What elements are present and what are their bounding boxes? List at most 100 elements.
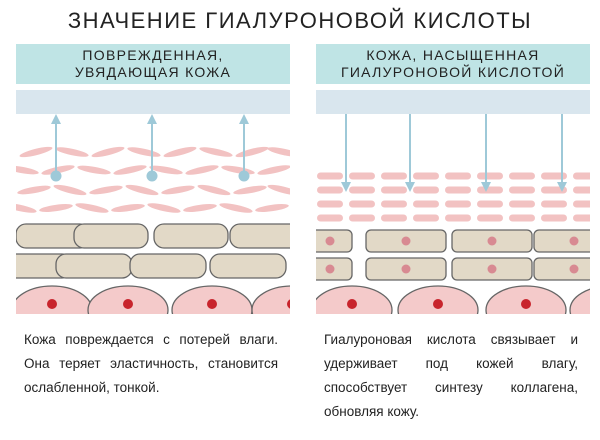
skin-layer-cell [73,223,149,249]
cell-nucleus [487,236,497,246]
skin-cell [251,285,290,314]
cell-nucleus [207,299,217,309]
collagen-fiber [349,172,375,180]
collagen-fiber [573,172,590,180]
cell-nucleus [569,236,579,246]
saturated-skin-description: Гиалуроновая кислота связывает и удержив… [324,332,578,419]
panel-header [16,44,290,84]
collagen-fiber [381,200,407,208]
skin-layer-cell [55,253,133,279]
damaged-skin-panel: ПОВРЕЖДЕННАЯ, УВЯДАЮЩАЯ КОЖА [16,44,290,314]
collagen-fiber [185,165,219,175]
collagen-fiber [509,214,535,222]
panel-header [316,44,590,84]
collagen-fiber [91,146,125,158]
collagen-fiber [163,146,197,158]
collagen-fiber [317,186,343,194]
moisture-drop [238,170,250,182]
cell-nucleus [347,299,357,309]
damaged-skin-description: Кожа повреждается с потерей влаги. Она т… [24,332,278,395]
collagen-fiber [349,200,375,208]
cell-nucleus [123,299,133,309]
collagen-fiber [149,165,183,175]
collagen-fiber [17,185,51,195]
collagen-fiber [317,200,343,208]
damaged-skin-diagram [16,44,290,314]
collagen-fiber [573,200,590,208]
collagen-fiber [161,185,195,195]
collagen-fiber [477,214,503,222]
collagen-fiber [573,186,590,194]
collagen-fiber [349,214,375,222]
collagen-fiber [573,214,590,222]
saturated-skin-panel: КОЖА, НАСЫЩЕННАЯ ГИАЛУРОНОВОЙ КИСЛОТОЙ [316,44,590,314]
collagen-fiber [219,203,253,213]
cell-nucleus [487,264,497,274]
moisture-drop [146,170,158,182]
collagen-fiber [477,200,503,208]
cell-nucleus [521,299,531,309]
saturated-skin-title: КОЖА, НАСЫЩЕННАЯ ГИАЛУРОНОВОЙ КИСЛОТОЙ [340,47,566,80]
collagen-fiber [255,204,289,212]
cell-nucleus [47,299,57,309]
collagen-fiber [19,146,53,158]
arrow-head [147,114,157,124]
collagen-fiber [413,214,439,222]
collagen-fiber [317,214,343,222]
cell-nucleus [569,264,579,274]
collagen-fiber [41,165,75,175]
collagen-fiber [127,147,161,157]
arrow-head [51,114,61,124]
collagen-fiber [197,184,231,196]
collagen-fiber [267,147,290,157]
saturated-skin-diagram [316,44,590,314]
collagen-fiber [477,186,503,194]
collagen-fiber [257,165,290,175]
collagen-fiber [445,186,471,194]
skin-cell [569,288,590,314]
cell-nucleus [325,236,335,246]
skin-layer-cell [229,223,290,249]
collagen-fiber [55,147,89,157]
skin-surface [16,90,290,114]
collagen-fiber [349,186,375,194]
collagen-fiber [445,200,471,208]
collagen-fiber [413,172,439,180]
collagen-fiber [509,172,535,180]
collagen-fiber [509,200,535,208]
moisture-drop [50,170,62,182]
collagen-fiber [113,165,147,175]
collagen-fiber [381,214,407,222]
collagen-fiber [39,204,73,212]
collagen-fiber [381,186,407,194]
collagen-fiber [445,214,471,222]
collagen-fiber [199,147,233,157]
collagen-fiber [235,146,269,158]
arrow-head [341,182,351,192]
skin-layer-cell [533,257,590,281]
collagen-fiber [16,165,39,175]
collagen-fiber [233,185,267,195]
cell-nucleus [287,299,290,309]
collagen-fiber [541,172,567,180]
collagen-fiber [89,185,123,195]
cell-nucleus [401,264,411,274]
collagen-fiber [413,186,439,194]
collagen-fiber [541,214,567,222]
collagen-fiber [111,204,145,212]
collagen-fiber [381,172,407,180]
arrow-head [405,182,415,192]
collagen-fiber [147,203,181,213]
skin-layer-cell [129,253,207,279]
collagen-fiber [75,203,109,213]
arrow-head [239,114,249,124]
collagen-fiber [317,172,343,180]
arrow-head [557,182,567,192]
collagen-fiber [509,186,535,194]
collagen-fiber [267,184,290,196]
cell-nucleus [433,299,443,309]
collagen-fiber [541,200,567,208]
damaged-skin-title: ПОВРЕЖДЕННАЯ, УВЯДАЮЩАЯ КОЖА [74,47,232,80]
collagen-fiber [16,203,37,213]
skin-layer-cell [153,223,229,249]
